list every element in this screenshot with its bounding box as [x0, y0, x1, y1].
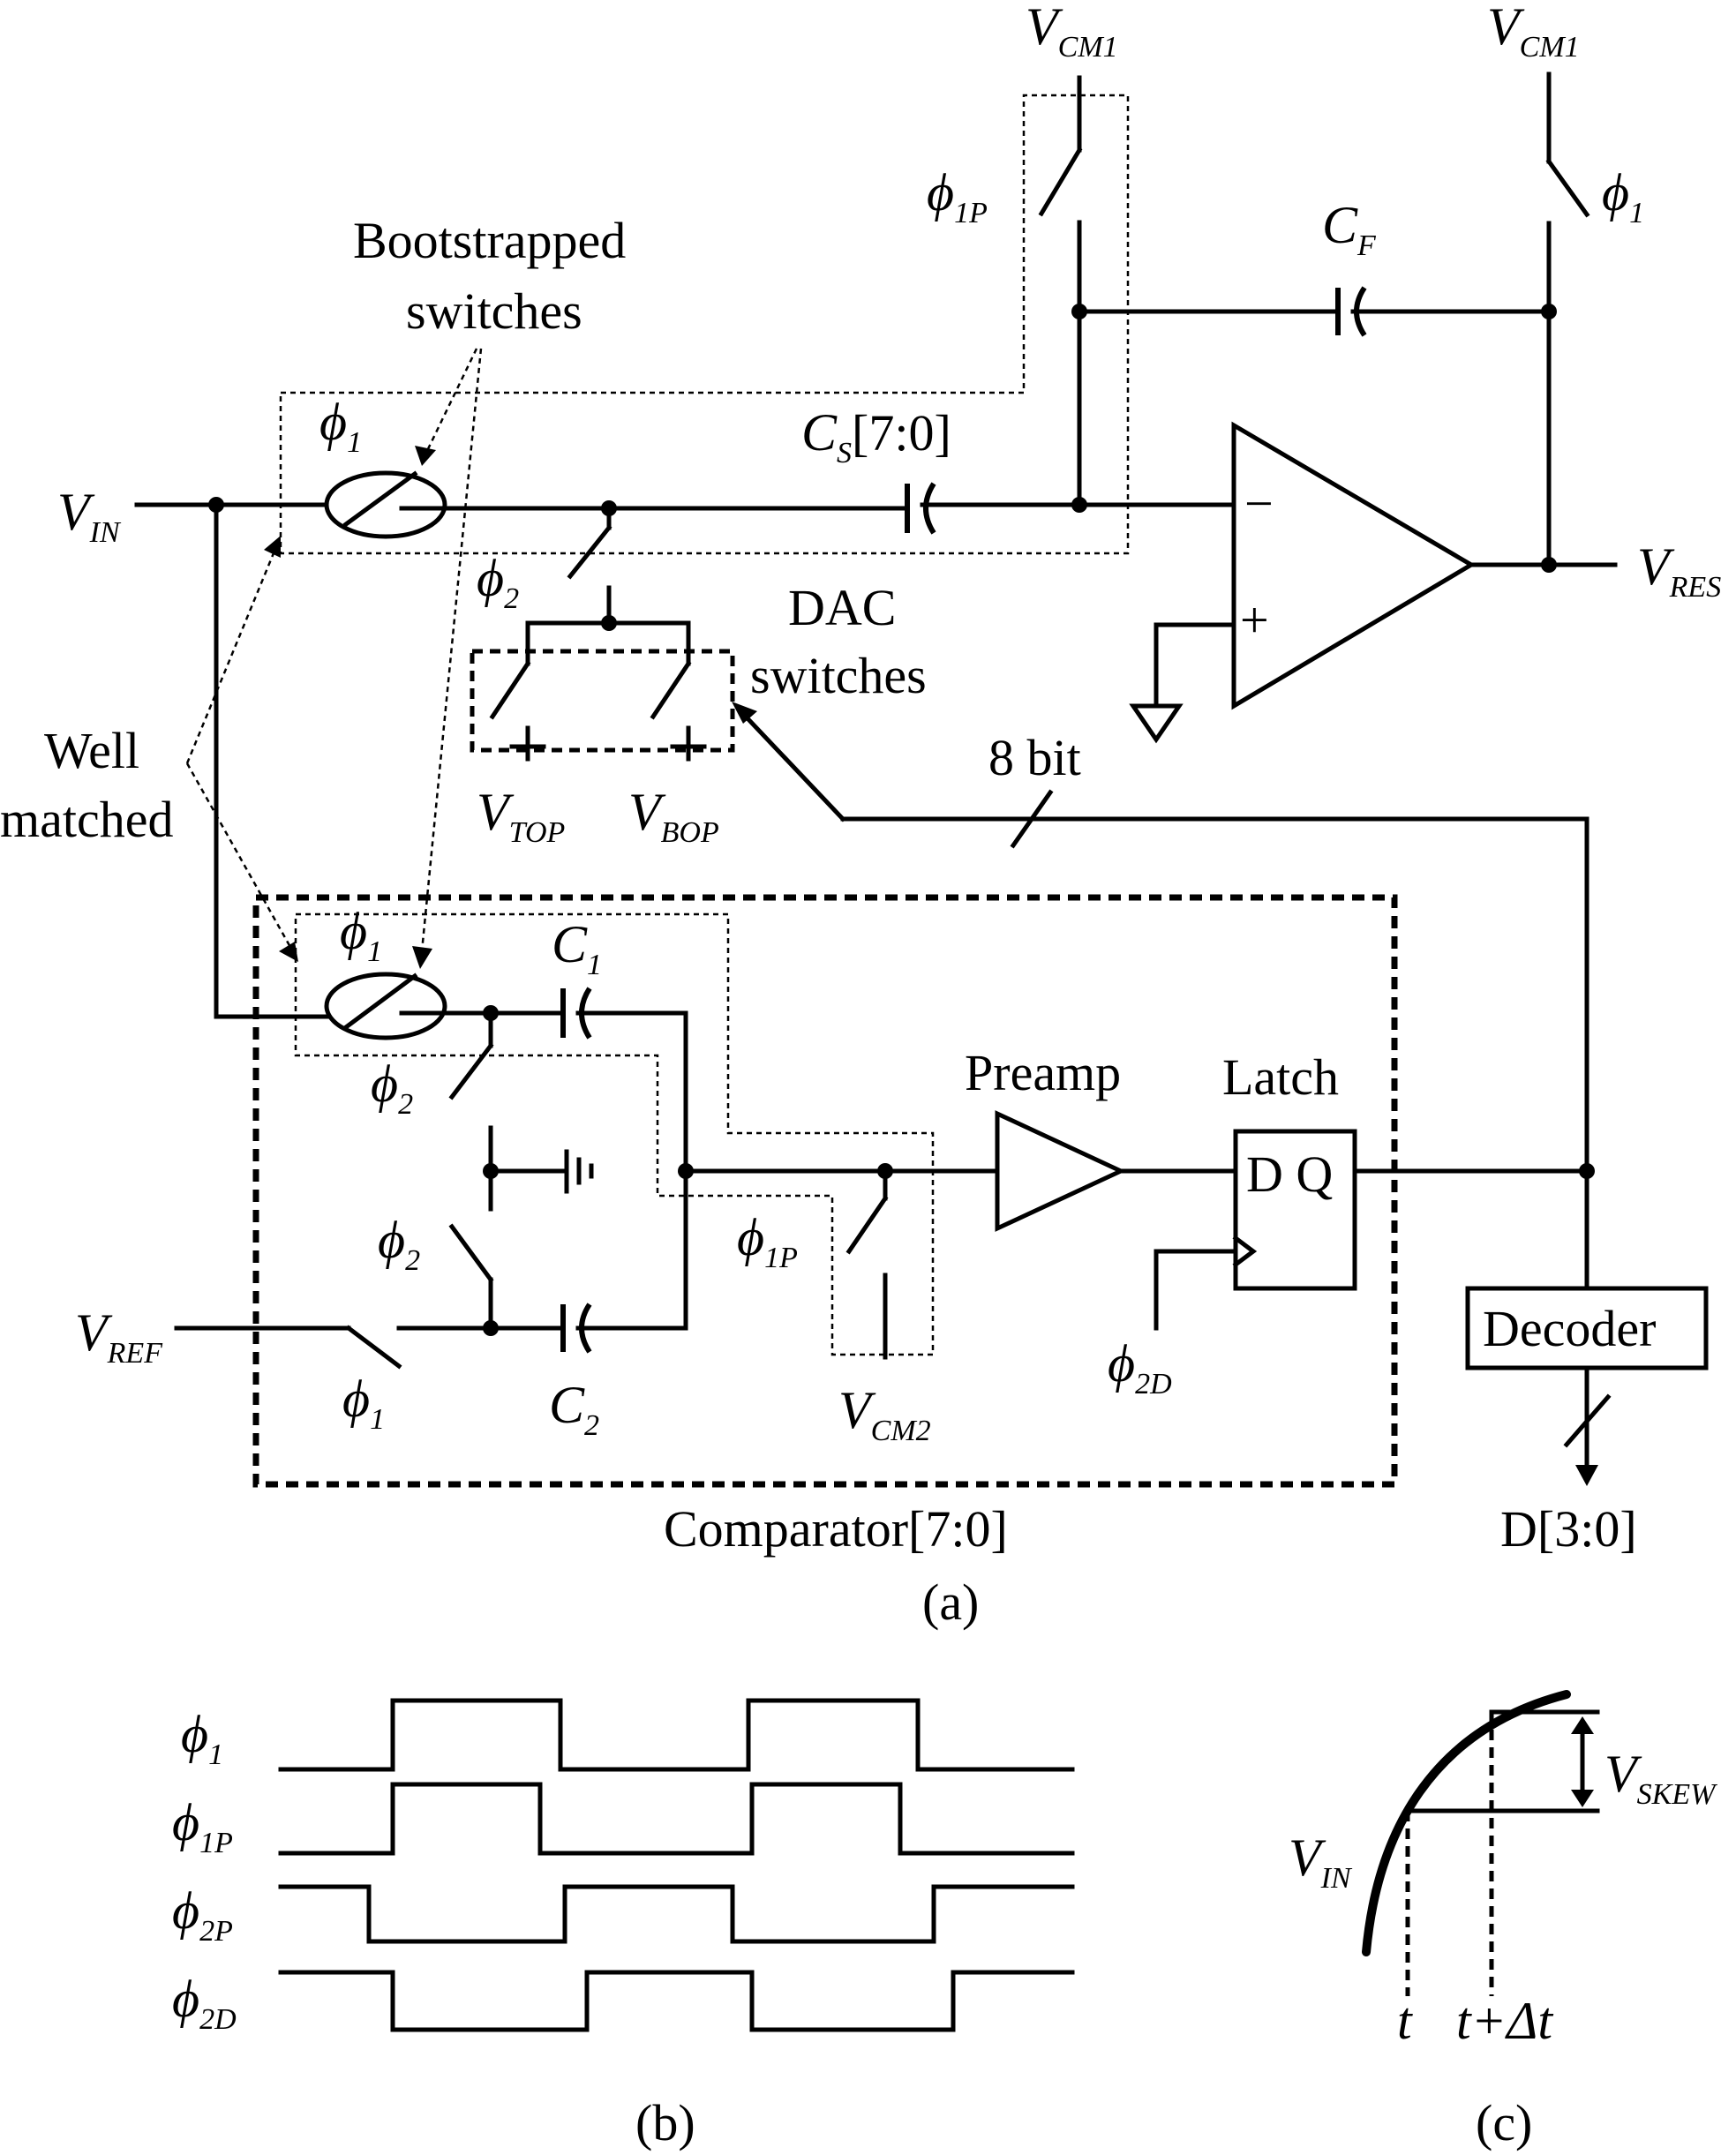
feedback-network	[1038, 71, 1590, 573]
vbop-label: VBOP	[628, 783, 719, 849]
timing-phi1p-label: ϕ1P	[172, 1793, 233, 1859]
well-label: Well	[44, 722, 139, 779]
preamp-triangle	[995, 1110, 1126, 1232]
dac-label: DAC	[788, 579, 896, 636]
caption-a: (a)	[922, 1573, 979, 1631]
eight-bit-label: 8 bit	[988, 729, 1081, 786]
latch-box	[1233, 1129, 1357, 1291]
timing-phi2p-label: ϕ2P	[172, 1881, 233, 1948]
t-label: t	[1397, 1992, 1413, 2050]
phi1p-top-label: ϕ1P	[927, 163, 988, 229]
switches-label: switches	[406, 282, 582, 340]
phi1p-cmp-label: ϕ1P	[737, 1208, 798, 1274]
t-dt-label: t+Δt	[1456, 1992, 1553, 2050]
vref-label: VREF	[75, 1303, 163, 1370]
skew-plot	[1362, 1690, 1600, 1996]
comparator-box	[252, 894, 1398, 1488]
opamp-plus: +	[1240, 591, 1269, 649]
phi1-switch-right	[1545, 158, 1590, 218]
cs-capacitor	[905, 482, 936, 535]
phi1-top-label: ϕ1	[319, 393, 362, 459]
phi2d-cmp-label: ϕ2D	[1108, 1334, 1172, 1400]
bootstrapped-switch-comparator	[324, 972, 447, 1040]
dac-switches-label: switches	[750, 647, 927, 704]
vcm1-top-label: VCM1	[1026, 0, 1118, 64]
vcm2-label: VCM2	[838, 1381, 931, 1447]
dac-control-bus	[732, 702, 1589, 1176]
matched-label: matched	[0, 791, 173, 848]
latch-label: Latch	[1222, 1048, 1339, 1106]
vskew-label: VSKEW	[1604, 1745, 1717, 1811]
phi2-cmp-b-label: ϕ2	[378, 1211, 420, 1277]
phi2-cmp-a-label: ϕ2	[371, 1055, 413, 1121]
dq-label: D Q	[1246, 1145, 1333, 1203]
phi1p-switch-top	[1038, 146, 1083, 217]
timing-phi1	[278, 1698, 1075, 1772]
opamp	[1129, 421, 1618, 744]
vin-c-label: VIN	[1289, 1828, 1353, 1895]
opamp-minus: −	[1244, 475, 1274, 532]
decoder-block	[1465, 1168, 1709, 1486]
c2-label: C2	[549, 1376, 599, 1442]
phi1-right-label: ϕ1	[1602, 163, 1644, 229]
timing-phi1-label: ϕ1	[181, 1705, 223, 1771]
phi1-cmp-label: ϕ1	[340, 902, 382, 968]
vtop-label: VTOP	[477, 783, 565, 849]
vcm1-right-label: VCM1	[1487, 0, 1580, 64]
cf-label: CF	[1322, 196, 1377, 262]
bootstrapped-label: Bootstrapped	[353, 212, 626, 269]
vin-label: VIN	[57, 483, 122, 549]
ground-symbol	[1129, 703, 1184, 744]
timing-diagram	[278, 1698, 1075, 2032]
bootstrapped-switch-top	[324, 470, 447, 539]
phi1-cmp-b-label: ϕ1	[342, 1370, 385, 1436]
c1-label: C1	[552, 915, 602, 981]
decoder-label: Decoder	[1483, 1300, 1656, 1357]
timing-phi1p	[278, 1782, 1075, 1856]
annotation-arrows	[185, 348, 483, 969]
comparator-input	[174, 502, 1000, 1370]
vres-label: VRES	[1637, 537, 1721, 604]
dout-label: D[3:0]	[1500, 1500, 1637, 1558]
caption-b: (b)	[635, 2094, 695, 2151]
cs-label: CS[7:0]	[801, 403, 951, 469]
timing-phi2d	[278, 1970, 1075, 2032]
preamp-label: Preamp	[965, 1044, 1121, 1101]
input-path	[134, 470, 1234, 539]
caption-c: (c)	[1476, 2094, 1532, 2151]
preamp-latch	[995, 1110, 1595, 1331]
dac-switches	[470, 506, 735, 762]
timing-phi2p	[278, 1884, 1075, 1944]
comparator-label: Comparator[7:0]	[664, 1500, 1008, 1558]
timing-phi2d-label: ϕ2D	[172, 1970, 237, 2036]
phi2-top-label: ϕ2	[477, 549, 519, 615]
